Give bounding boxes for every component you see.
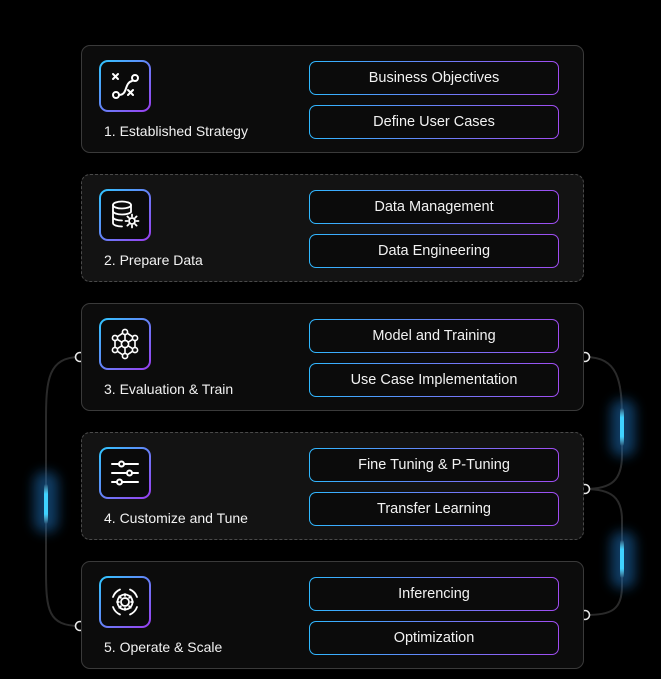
- right-glow-lower: [620, 540, 624, 578]
- left-connector-line: [45, 356, 81, 627]
- item-optimization: Optimization: [309, 621, 559, 655]
- item-model-and-training: Model and Training: [309, 319, 559, 353]
- stage-established-strategy: 1. Established Strategy Business Objecti…: [81, 45, 584, 153]
- strategy-icon: [99, 60, 151, 112]
- left-glow-halo: [34, 472, 58, 532]
- item-data-engineering: Data Engineering: [309, 234, 559, 268]
- item-fine-tuning-p-tuning: Fine Tuning & P-Tuning: [309, 448, 559, 482]
- left-glow: [44, 484, 48, 524]
- stage-title: 3. Evaluation & Train: [104, 381, 234, 397]
- right-glow-upper: [620, 408, 624, 446]
- stage-title: 2. Prepare Data: [104, 252, 203, 268]
- right-connector-line-upper: [584, 356, 623, 490]
- right-glow-upper-halo: [611, 400, 635, 456]
- neural-network-icon: [99, 318, 151, 370]
- right-glow-lower-halo: [611, 532, 635, 588]
- sliders-icon: [99, 447, 151, 499]
- item-inferencing: Inferencing: [309, 577, 559, 611]
- stage-title: 4. Customize and Tune: [104, 510, 248, 526]
- item-transfer-learning: Transfer Learning: [309, 492, 559, 526]
- stage-prepare-data: 2. Prepare Data Data Management Data Eng…: [81, 174, 584, 282]
- stage-customize-and-tune: 4. Customize and Tune Fine Tuning & P-Tu…: [81, 432, 584, 540]
- stage-operate-and-scale: 5. Operate & Scale Inferencing Optimizat…: [81, 561, 584, 669]
- item-business-objectives: Business Objectives: [309, 61, 559, 95]
- database-gear-icon: [99, 189, 151, 241]
- stage-evaluation-train: 3. Evaluation & Train Model and Training…: [81, 303, 584, 411]
- item-define-user-cases: Define User Cases: [309, 105, 559, 139]
- stage-title: 5. Operate & Scale: [104, 639, 223, 655]
- gear-cycle-icon: [99, 576, 151, 628]
- right-connector-line-lower: [584, 488, 623, 616]
- stage-title: 1. Established Strategy: [104, 123, 248, 139]
- item-use-case-implementation: Use Case Implementation: [309, 363, 559, 397]
- item-data-management: Data Management: [309, 190, 559, 224]
